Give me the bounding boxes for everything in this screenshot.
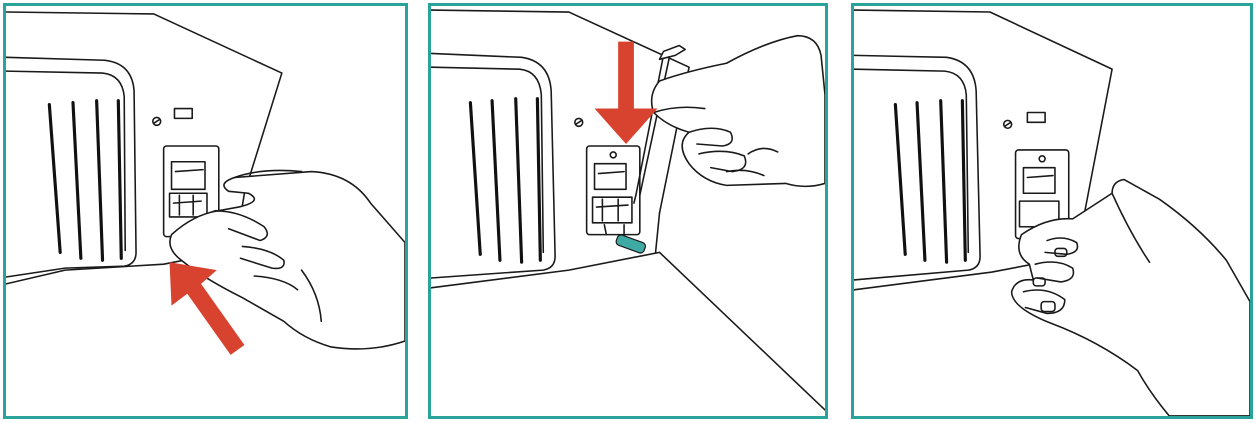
fuse-icon: [615, 234, 646, 254]
label-plate: [1027, 112, 1045, 122]
hand-icon: [652, 36, 825, 187]
vent-slots: [895, 101, 965, 263]
screw-icon: [1004, 120, 1012, 128]
panel-1-illustration: [6, 6, 405, 416]
vent-slots: [470, 99, 540, 263]
vent-slots: [49, 101, 121, 261]
red-arrow-icon: [595, 42, 658, 144]
label-plate: [174, 109, 192, 119]
power-inlet-icon: [587, 146, 640, 235]
panel-2-illustration: [431, 6, 825, 416]
panel-step-2: [428, 3, 828, 419]
panel-3-illustration: [854, 6, 1250, 416]
panel-step-3: [851, 3, 1253, 419]
panel-step-1: [3, 3, 408, 419]
screw-icon: [153, 117, 161, 125]
screw-icon: [575, 118, 583, 126]
